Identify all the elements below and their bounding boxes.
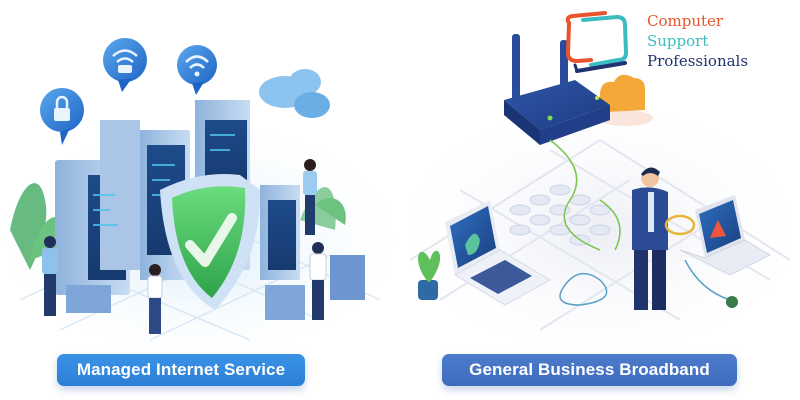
general-business-broadband-label[interactable]: General Business Broadband: [442, 354, 737, 386]
company-logo[interactable]: Computer Support Professionals: [555, 5, 785, 80]
security-shield-icon: [160, 174, 261, 310]
business-broadband-panel: General Business Broadband: [400, 0, 800, 400]
managed-internet-panel: Managed Internet Service: [0, 38, 400, 386]
wifi-bubble-icon: [177, 45, 217, 95]
logo-line-support: Support: [647, 32, 709, 50]
managed-service-illustration: [0, 38, 400, 350]
managed-internet-service-label[interactable]: Managed Internet Service: [57, 354, 305, 386]
technician-icon: [42, 159, 365, 334]
cloud-storage-icon: [597, 74, 653, 126]
broadband-illustration: [400, 34, 800, 350]
wifi-bubble-icon: [103, 38, 147, 92]
cloud-icon: [259, 69, 330, 118]
plant-icon: [418, 250, 441, 300]
technician-icon: [632, 167, 696, 310]
logo-wordmark: Computer Support Professionals: [647, 11, 748, 71]
monitor-logo-icon: [565, 11, 629, 73]
laptop-icon: [445, 200, 551, 306]
logo-line-professionals: Professionals: [647, 52, 749, 70]
lock-bubble-icon: [40, 88, 84, 145]
laptop-warning-icon: [679, 195, 772, 276]
logo-line-computer: Computer: [647, 12, 724, 30]
router-icon: [504, 34, 610, 145]
